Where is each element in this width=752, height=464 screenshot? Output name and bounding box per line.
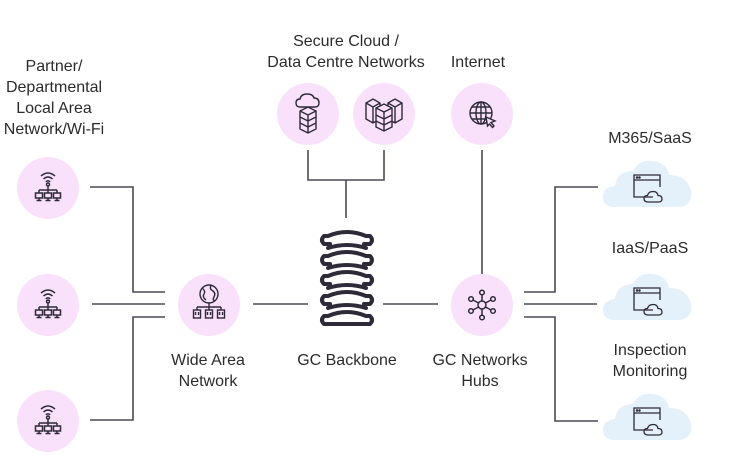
lan-node-3[interactable] <box>17 390 79 452</box>
cloud-app-icon <box>603 273 692 320</box>
spine-backbone-icon[interactable] <box>312 226 382 334</box>
cloud-app-icon <box>603 393 692 440</box>
wifi-network-icon <box>34 289 62 319</box>
connector-securecloud-backbone <box>307 150 385 218</box>
lan-label-line: Local Area <box>16 100 92 117</box>
secure-cloud-label-line: Secure Cloud / <box>293 33 399 50</box>
destination-label-line: Monitoring <box>612 363 688 380</box>
secure-cloud-node-2[interactable] <box>353 83 415 145</box>
lan-label-line: Network/Wi-Fi <box>3 121 105 138</box>
internet-node[interactable] <box>451 83 513 145</box>
connector-hubs-m365 <box>524 186 598 293</box>
lan-label-line: Departmental <box>5 79 103 96</box>
wan-node[interactable] <box>178 274 240 336</box>
wifi-network-icon <box>34 172 62 202</box>
cloud-server-icon <box>295 93 320 134</box>
secure-cloud-label-line: Data Centre Networks <box>267 54 425 71</box>
secure-cloud-node-1[interactable] <box>277 83 339 145</box>
cloud-app-icon <box>603 160 692 207</box>
connector-hubs-inspection <box>524 316 598 422</box>
wan-label-line: Network <box>178 373 238 390</box>
backbone-label: GC Backbone <box>297 352 397 369</box>
wifi-network-icon <box>34 405 62 435</box>
destination-label-line: M365/SaaS <box>608 130 692 147</box>
destination-label-m365: M365/SaaS <box>592 128 708 149</box>
destination-inspection[interactable] <box>601 390 693 452</box>
globe-cursor-icon <box>469 101 497 129</box>
destination-label-iaas: IaaS/PaaS <box>592 238 708 259</box>
data-centre-servers-icon <box>365 98 403 132</box>
connector-lan1-wan <box>90 186 165 293</box>
wan-label: Wide Area Network <box>156 350 260 392</box>
wan-label-line: Wide Area <box>171 352 245 369</box>
lan-label: Partner/ Departmental Local Area Network… <box>0 56 108 140</box>
destination-label-line: IaaS/PaaS <box>611 240 689 257</box>
lan-node-1[interactable] <box>17 157 79 219</box>
lan-label-line: Partner/ <box>25 58 83 75</box>
hubs-label-line: Hubs <box>461 373 499 390</box>
destination-label-inspection: Inspection Monitoring <box>592 340 708 382</box>
hub-network-icon <box>467 289 497 321</box>
globe-network-icon <box>192 284 226 319</box>
destination-iaas[interactable] <box>601 270 693 332</box>
destination-m365[interactable] <box>601 157 693 219</box>
secure-cloud-label: Secure Cloud / Data Centre Networks <box>252 31 440 73</box>
connector-lan3-wan <box>90 316 165 421</box>
hubs-label: GC Networks Hubs <box>418 350 542 392</box>
internet-label: Internet <box>450 54 506 71</box>
lan-node-2[interactable] <box>17 274 79 336</box>
hubs-label-line: GC Networks <box>432 352 528 369</box>
destination-label-line: Inspection <box>613 342 687 359</box>
hubs-node[interactable] <box>451 274 513 336</box>
